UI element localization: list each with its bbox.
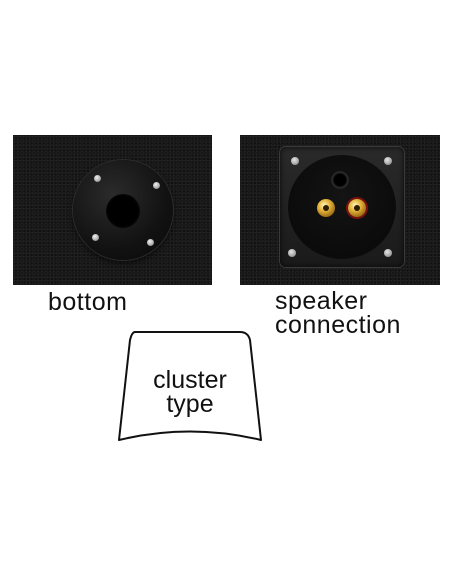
caption-line: type [166,390,214,418]
cluster-type-label: cluster type [115,366,265,418]
screw-icon [384,157,392,165]
jack-socket-icon [331,171,349,189]
cluster-shape-outline [118,331,262,441]
screw-icon [288,249,296,257]
screw-icon [92,234,99,241]
caption-line: connection [275,311,401,339]
port-mounting-plate [73,160,173,260]
terminal-plate [280,147,404,267]
caption-line: speaker [275,287,368,315]
screw-icon [147,239,154,246]
positive-binding-post [348,199,366,217]
terminal-recess [288,155,396,259]
screw-icon [153,182,160,189]
caption-speaker-connection: speaker connection [275,287,445,339]
speaker-connection-photo [240,135,440,285]
caption-line: cluster [153,366,227,394]
bass-port-hole [106,194,140,228]
bottom-photo [13,135,212,285]
screw-icon [384,249,392,257]
screw-icon [94,175,101,182]
caption-bottom: bottom [48,288,128,316]
screw-icon [291,157,299,165]
negative-binding-post [317,199,335,217]
